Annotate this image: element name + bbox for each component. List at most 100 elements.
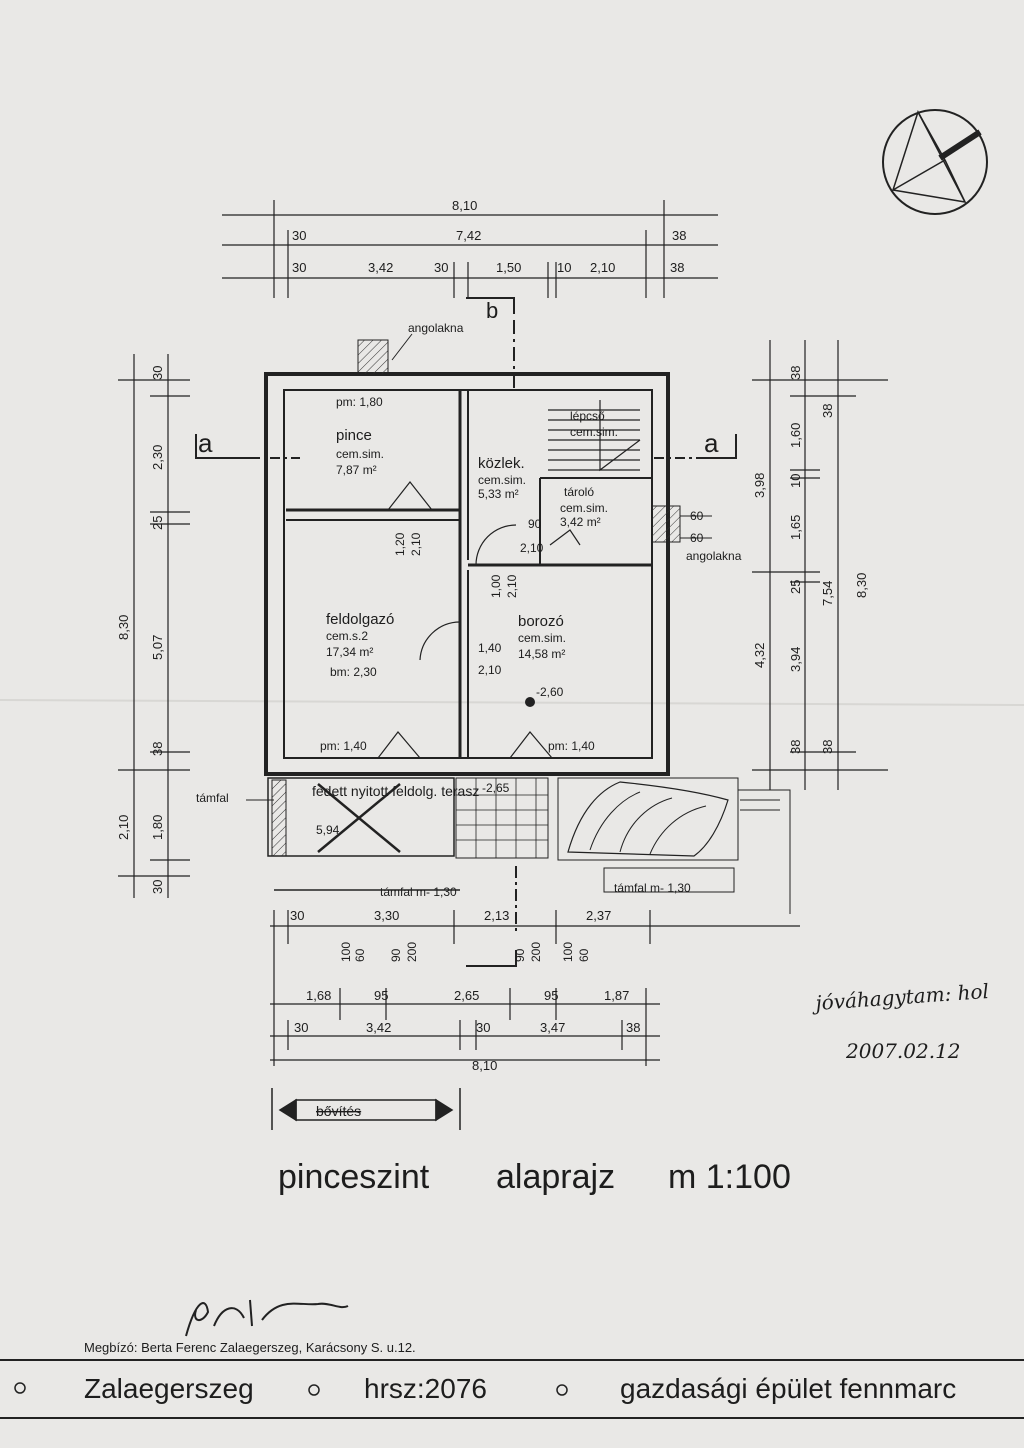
window-dim-3: 90 bbox=[389, 948, 403, 962]
section-line-a bbox=[195, 434, 737, 459]
svg-text:lépcső: lépcső bbox=[570, 409, 605, 423]
bullet-icon bbox=[556, 1384, 568, 1396]
window-dim-5: 90 bbox=[513, 948, 527, 962]
dim-top-inner: 7,42 bbox=[456, 228, 481, 243]
svg-text:pm: 1,40: pm: 1,40 bbox=[320, 739, 367, 753]
dim-bottom-213: 2,13 bbox=[484, 908, 509, 923]
drawing-title-part2: alaprajz bbox=[496, 1158, 615, 1196]
dim-right-165: 1,65 bbox=[788, 515, 803, 540]
label-level-265: -2,65 bbox=[482, 781, 510, 795]
dim-left-210: 2,10 bbox=[116, 815, 131, 840]
dim-left-30-top: 30 bbox=[150, 366, 165, 380]
dim-top-seg-2: 3,42 bbox=[368, 260, 393, 275]
door-dim-tarolo-w: 90 bbox=[528, 517, 542, 531]
dim-left-230: 2,30 bbox=[150, 445, 165, 470]
svg-text:cem.sim.: cem.sim. bbox=[478, 473, 526, 487]
dim-right-25: 25 bbox=[788, 580, 803, 594]
svg-text:17,34 m²: 17,34 m² bbox=[326, 645, 373, 659]
svg-text:bm: 2,30: bm: 2,30 bbox=[330, 665, 377, 679]
door-dim-feldolg-w: 1,40 bbox=[478, 641, 502, 655]
section-mark-b bbox=[466, 297, 515, 392]
dim-top-seg-7: 38 bbox=[670, 260, 684, 275]
label-tamfal: támfal bbox=[196, 791, 229, 805]
dim-bottom-810: 8,10 bbox=[472, 1058, 497, 1073]
label-tamfal-1: támfal m- 1,30 bbox=[380, 885, 457, 899]
room-lepcso: lépcső cem.sim. bbox=[570, 409, 618, 439]
dim-bottom-95-b: 95 bbox=[544, 988, 558, 1003]
floor-drain-icon bbox=[525, 697, 535, 707]
dim-top-wall-right: 38 bbox=[672, 228, 686, 243]
dim-bottom-30-c: 30 bbox=[476, 1020, 490, 1035]
dim-right-10: 10 bbox=[788, 474, 803, 488]
svg-text:3,42 m²: 3,42 m² bbox=[560, 515, 601, 529]
extension-arrow bbox=[271, 1088, 461, 1130]
dim-bottom-95-a: 95 bbox=[374, 988, 388, 1003]
label-angolakna-right: angolakna bbox=[686, 549, 742, 563]
drawing-title-part3: m 1:100 bbox=[668, 1158, 791, 1196]
dim-bottom-342: 3,42 bbox=[366, 1020, 391, 1035]
svg-text:borozó: borozó bbox=[518, 613, 564, 630]
dim-right-160: 1,60 bbox=[788, 423, 803, 448]
titleblock-plot: hrsz:2076 bbox=[364, 1373, 487, 1404]
dim-bottom-187: 1,87 bbox=[604, 988, 629, 1003]
label-angolakna-top: angolakna bbox=[408, 321, 464, 335]
dim-right-398: 3,98 bbox=[752, 473, 767, 498]
section-b-label: b bbox=[486, 298, 498, 323]
right-dimensions bbox=[752, 340, 888, 790]
label-bovites: bővítés bbox=[316, 1103, 361, 1119]
window-dim-8: 60 bbox=[577, 948, 591, 962]
dim-top-total: 8,10 bbox=[452, 198, 477, 213]
doors bbox=[377, 481, 581, 759]
dim-bottom-30: 30 bbox=[290, 908, 304, 923]
svg-text:pince: pince bbox=[336, 427, 372, 444]
dim-right-38-d: 38 bbox=[820, 740, 835, 754]
svg-text:5,33 m²: 5,33 m² bbox=[478, 487, 519, 501]
light-well-top bbox=[357, 339, 389, 375]
dim-bottom-237: 2,37 bbox=[586, 908, 611, 923]
dim-right-432: 4,32 bbox=[752, 643, 767, 668]
left-dimensions bbox=[118, 354, 190, 898]
dim-left-180: 1,80 bbox=[150, 815, 165, 840]
label-terrace: fedett nyitott feldolg. terasz bbox=[312, 783, 479, 799]
dim-right-38-a: 38 bbox=[788, 366, 803, 380]
paper-fold bbox=[0, 699, 1024, 706]
titleblock-city: Zalaegerszeg bbox=[84, 1373, 254, 1404]
dim-right-394: 3,94 bbox=[788, 647, 803, 672]
north-arrow-icon bbox=[882, 109, 988, 215]
bullet-icon bbox=[308, 1384, 320, 1396]
bottom-dimensions bbox=[270, 910, 800, 1066]
titleblock-project: gazdasági épület fennmarc bbox=[620, 1373, 956, 1404]
room-tarolo: tároló cem.sim. 3,42 m² bbox=[560, 485, 608, 529]
dim-top-seg-4: 1,50 bbox=[496, 260, 521, 275]
dim-top-seg-3: 30 bbox=[434, 260, 448, 275]
svg-text:cem.sim.: cem.sim. bbox=[570, 425, 618, 439]
window-dim-1: 100 bbox=[339, 942, 353, 962]
room-kozlek: közlek. cem.sim. 5,33 m² bbox=[478, 455, 526, 501]
window-dim-6: 200 bbox=[529, 942, 543, 962]
door-dim-tarolo-h: 2,10 bbox=[520, 541, 544, 555]
well-dim-1: 60 bbox=[690, 509, 704, 523]
room-feldolgazo: feldolgazó cem.s.2 17,34 m² bm: 2,30 pm:… bbox=[320, 611, 394, 753]
svg-text:feldolgazó: feldolgazó bbox=[326, 611, 394, 628]
svg-text:cem.sim.: cem.sim. bbox=[560, 501, 608, 515]
door-dim-pince-h: 2,10 bbox=[409, 532, 423, 556]
drawing-title-part1: pinceszint bbox=[278, 1158, 430, 1196]
svg-text:pm: 1,80: pm: 1,80 bbox=[336, 395, 383, 409]
dim-bottom-330: 3,30 bbox=[374, 908, 399, 923]
dim-left-25: 25 bbox=[150, 516, 165, 530]
dim-bottom-265: 2,65 bbox=[454, 988, 479, 1003]
section-a-label-right: a bbox=[704, 428, 719, 458]
dim-left-30-bottom: 30 bbox=[150, 880, 165, 894]
window-dim-7: 100 bbox=[561, 942, 575, 962]
signature-image bbox=[185, 1299, 349, 1337]
door-dim-borozo-h: 2,10 bbox=[505, 574, 519, 598]
top-dimensions bbox=[222, 200, 718, 298]
dim-right-754: 7,54 bbox=[820, 581, 835, 606]
svg-text:pm: 1,40: pm: 1,40 bbox=[548, 739, 595, 753]
light-well-right bbox=[651, 505, 681, 543]
svg-text:cem.s.2: cem.s.2 bbox=[326, 629, 368, 643]
dim-bottom-30-b: 30 bbox=[294, 1020, 308, 1035]
room-pince: pince cem.sim. 7,87 m² pm: 1,80 bbox=[336, 395, 384, 477]
